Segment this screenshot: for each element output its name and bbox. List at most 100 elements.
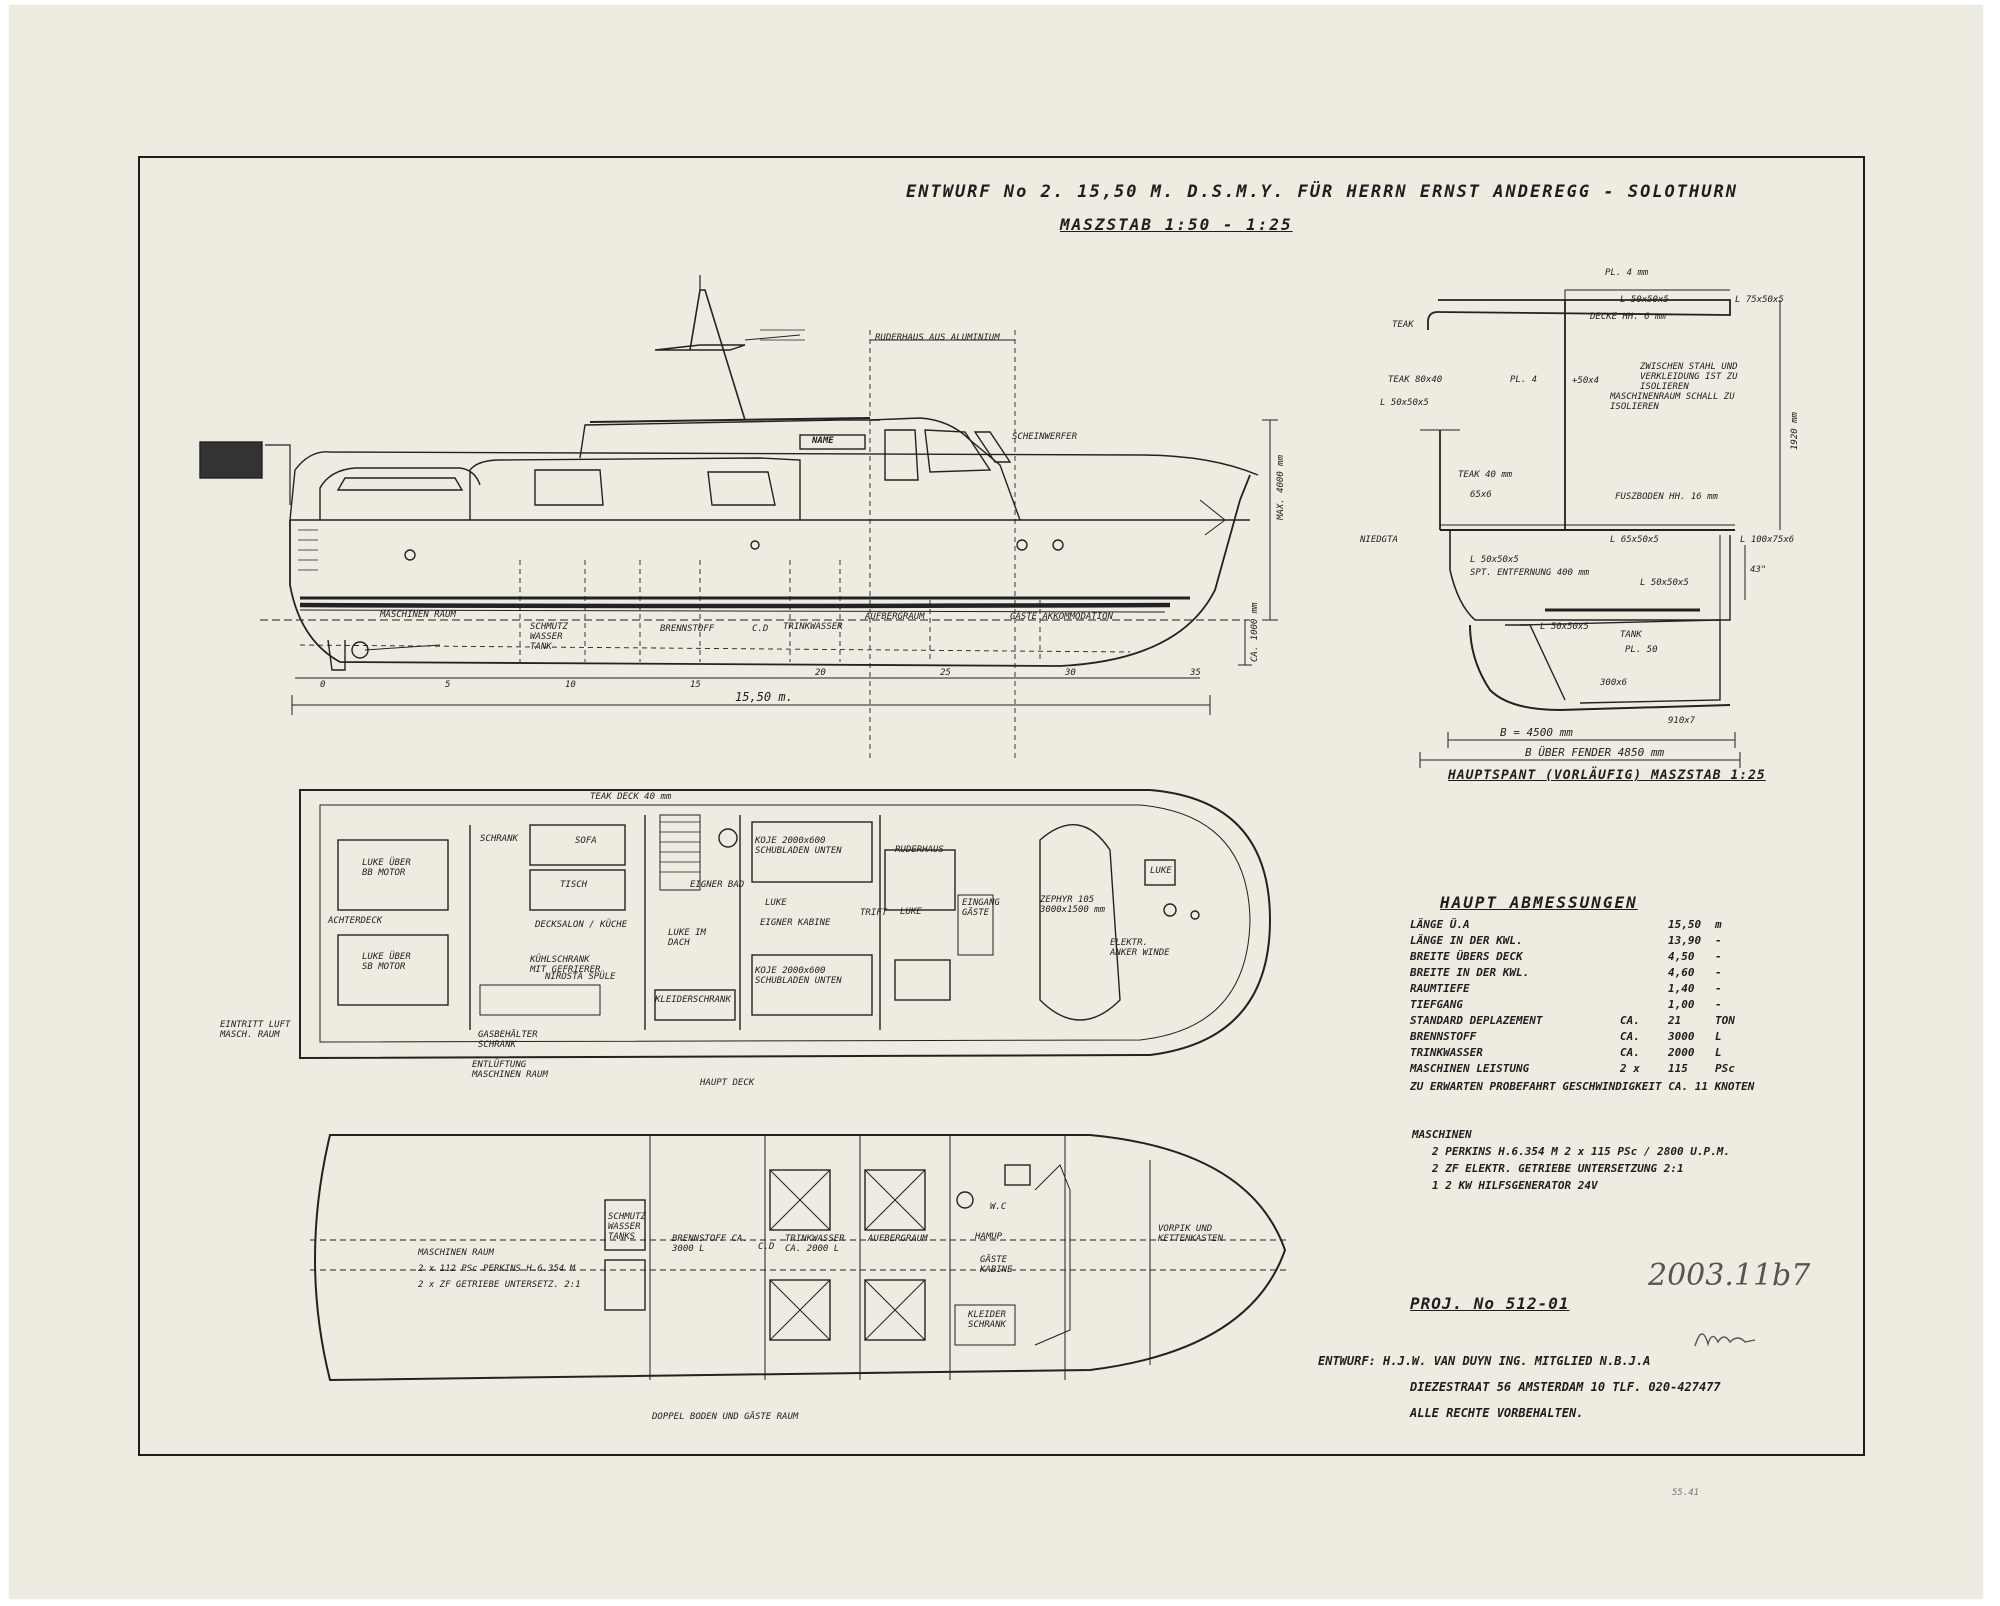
engines-list: MASCHINEN 2 PERKINS H.6.354 M 2 x 115 PS… <box>1412 1128 1730 1196</box>
sec-label-decke: DECKE HH. 6 mm <box>1590 312 1666 322</box>
label-ruderhaus: RUDERHAUS AUS ALUMINIUM <box>875 333 1000 343</box>
sec-label-niedgta: NIEDGTA <box>1360 535 1398 545</box>
project-number: PROJ. No 512-01 <box>1410 1294 1570 1313</box>
deck-luke-sb: LUKE ÜBER SB MOTOR <box>362 952 411 972</box>
dims-value: 1,40 <box>1668 982 1695 995</box>
lower-wc: W.C <box>990 1202 1007 1212</box>
label-overall-length: 15,50 m. <box>735 690 793 704</box>
frame-30: 30 <box>1065 668 1076 678</box>
sheet-mark: 55.41 <box>1672 1488 1700 1498</box>
sec-label-pl50: PL. 50 <box>1625 645 1658 655</box>
sec-note-schall: MASCHINENRAUM SCHALL ZU ISOLIEREN <box>1610 392 1735 412</box>
dims-label: STANDARD DEPLAZEMENT <box>1410 1014 1543 1027</box>
dims-value: 21 <box>1668 1014 1682 1027</box>
comp-schmutzwasser: SCHMUTZ WASSER TANK <box>530 622 568 652</box>
dims-value: 4,60 <box>1668 966 1695 979</box>
drawing-sheet <box>10 6 1982 1598</box>
designer-line-3: ALLE RECHTE VORBEHALTEN. <box>1410 1406 1584 1420</box>
sec-label-pl4mm: PL. 4 mm <box>1605 268 1649 278</box>
designer-line-2: DIEZESTRAAT 56 AMSTERDAM 10 TLF. 020-427… <box>1410 1380 1721 1394</box>
dims-value: 2000 <box>1668 1046 1695 1059</box>
sec-label-50x4: +50x4 <box>1572 376 1600 386</box>
drawing-scale: MASZSTAB 1:50 - 1:25 <box>1060 215 1293 234</box>
sec-label-l50-roof: L 50x50x5 <box>1620 295 1669 305</box>
deck-luke-bb: LUKE ÜBER BB MOTOR <box>362 858 411 878</box>
deck-plan <box>299 789 1272 1060</box>
deck-trift: TRIFT <box>860 908 888 918</box>
dims-label: MASCHINEN LEISTUNG <box>1410 1062 1530 1075</box>
sec-label-300x6: 300x6 <box>1600 678 1628 688</box>
drawing-title: ENTWURF No 2. 15,50 M. D.S.M.Y. FÜR HERR… <box>906 182 1738 202</box>
sec-label-l50-deck: L 50x50x5 <box>1470 555 1519 565</box>
lower-hamup: HAMUP <box>975 1232 1003 1242</box>
sec-note-isolieren: ZWISCHEN STAHL UND VERKLEIDUNG IST ZU IS… <box>1640 362 1738 392</box>
lower-perkins: 2 x 112 PSc PERKINS H.6.354 M <box>418 1264 576 1274</box>
speed-note: ZU ERWARTEN PROBEFAHRT GESCHWINDIGKEIT C… <box>1410 1080 1755 1093</box>
deck-plan-caption: HAUPT DECK <box>700 1078 755 1088</box>
lower-kleiderschrank: KLEIDER SCHRANK <box>968 1310 1006 1330</box>
dims-unit: - <box>1715 950 1722 963</box>
sec-label-teak: TEAK <box>1392 320 1414 330</box>
designer-block: ENTWURF: H.J.W. VAN DUYN ING. MITGLIED N… <box>1318 1354 1721 1432</box>
deck-teak: TEAK DECK 40 mm <box>590 792 672 802</box>
sec-label-teak40: TEAK 40 mm <box>1458 470 1513 480</box>
label-name-plate: NAME <box>812 436 834 446</box>
dims-prefix: CA. <box>1620 1046 1640 1059</box>
sec-label-l100: L 100x75x6 <box>1740 535 1795 545</box>
lower-aufbergraum: AUFBERGRAUM <box>868 1234 928 1244</box>
section-view <box>1419 289 1781 768</box>
sec-label-l50-floor: L 50x50x5 <box>1640 578 1689 588</box>
deck-ruderhaus: RUDERHAUS <box>895 845 944 855</box>
dims-label: TIEFGANG <box>1410 998 1463 1011</box>
deck-sofa: SOFA <box>575 836 597 846</box>
sec-beam: B = 4500 mm <box>1500 726 1573 739</box>
lower-vorpik: VORPIK UND KETTENKASTEN <box>1158 1224 1224 1244</box>
deck-luke-3: LUKE <box>1150 866 1172 876</box>
lower-plan <box>310 1134 1290 1382</box>
designer-line-1: ENTWURF: H.J.W. VAN DUYN ING. MITGLIED N… <box>1318 1354 1651 1368</box>
deck-eigner-bad: EIGNER BAD <box>690 880 745 890</box>
archive-number: 2003.11b7 <box>1648 1258 1811 1293</box>
dims-unit: - <box>1715 982 1722 995</box>
dims-label: LÄNGE Ü.A <box>1410 918 1470 931</box>
deck-tisch: TISCH <box>560 880 588 890</box>
label-draft: CA. 1000 mm <box>1250 602 1260 662</box>
dims-unit: - <box>1715 998 1722 1011</box>
engines-title: MASCHINEN <box>1412 1128 1472 1141</box>
section-caption: HAUPTSPANT (VORLÄUFIG) MASZSTAB 1:25 <box>1448 768 1766 783</box>
lower-getriebe: 2 x ZF GETRIEBE UNTERSETZ. 2:1 <box>418 1280 581 1290</box>
lower-plan-caption: DOPPEL BODEN UND GÄSTE RAUM <box>652 1412 799 1422</box>
deck-spuele: NIROSTA SPÜLE <box>545 972 616 982</box>
frame-35: 35 <box>1190 668 1201 678</box>
dims-prefix: CA. <box>1620 1030 1640 1043</box>
dims-row: LÄNGE IN DER KWL.13,90- <box>1410 934 1770 950</box>
frame-10: 10 <box>565 680 576 690</box>
engine-item: 2 ZF ELEKTR. GETRIEBE UNTERSETZUNG 2:1 <box>1432 1162 1684 1175</box>
deck-eingang: EINGANG GÄSTE <box>962 898 1000 918</box>
sec-label-l50-tank: L 50x50x5 <box>1540 622 1589 632</box>
frame-20: 20 <box>815 668 826 678</box>
sec-label-spt: SPT. ENTFERNUNG 400 mm <box>1470 568 1590 578</box>
signature-mark <box>1694 1333 1756 1347</box>
sec-label-l50-side: L 50x50x5 <box>1380 398 1429 408</box>
deck-zephyr: ZEPHYR 105 3000x1500 mm <box>1040 895 1106 915</box>
deck-entlueftung: ENTLÜFTUNG MASCHINEN RAUM <box>472 1060 548 1080</box>
comp-cd: C.D <box>752 624 769 634</box>
deck-ankerwinde: ELEKTR. ANKER WINDE <box>1110 938 1170 958</box>
main-dims-title: HAUPT ABMESSUNGEN <box>1440 893 1638 912</box>
dims-value: 115 <box>1668 1062 1688 1075</box>
profile-view <box>199 275 1278 760</box>
deck-schrank: SCHRANK <box>480 834 518 844</box>
sec-label-1920: 1920 mm <box>1790 412 1800 450</box>
deck-gasbehaelter: GASBEHÄLTER SCHRANK <box>478 1030 538 1050</box>
dims-unit: PSc <box>1715 1062 1735 1075</box>
deck-luke-dach: LUKE IM DACH <box>668 928 706 948</box>
dims-unit: m <box>1715 918 1722 931</box>
lower-cd: C.D <box>758 1242 775 1252</box>
